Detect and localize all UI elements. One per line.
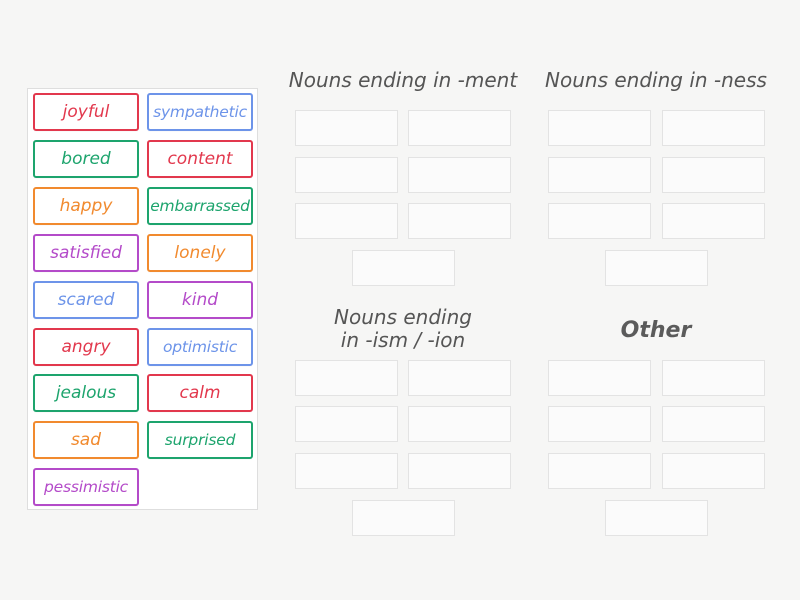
drop-slot-other-2[interactable] <box>662 360 765 396</box>
word-card-sympathetic[interactable]: sympathetic <box>147 93 253 131</box>
word-card-lonely[interactable]: lonely <box>147 234 253 272</box>
group-title-ment: Nouns ending in -ment <box>288 68 518 92</box>
word-card-calm[interactable]: calm <box>147 374 253 412</box>
word-card-content[interactable]: content <box>147 140 253 178</box>
word-card-sad[interactable]: sad <box>33 421 139 459</box>
drop-slot-other-3[interactable] <box>548 406 651 442</box>
drop-slot-other-1[interactable] <box>548 360 651 396</box>
drop-slot-ness-6[interactable] <box>662 203 765 239</box>
word-card-satisfied[interactable]: satisfied <box>33 234 139 272</box>
drop-slot-ism-ion-7[interactable] <box>352 500 455 536</box>
word-card-pessimistic[interactable]: pessimistic <box>33 468 139 506</box>
word-card-optimistic[interactable]: optimistic <box>147 328 253 366</box>
word-card-embarrassed[interactable]: embarrassed <box>147 187 253 225</box>
drop-slot-ness-7[interactable] <box>605 250 708 286</box>
drop-slot-ness-3[interactable] <box>548 157 651 193</box>
word-card-happy[interactable]: happy <box>33 187 139 225</box>
drop-slot-ment-7[interactable] <box>352 250 455 286</box>
drop-slot-ness-4[interactable] <box>662 157 765 193</box>
word-card-joyful[interactable]: joyful <box>33 93 139 131</box>
word-card-angry[interactable]: angry <box>33 328 139 366</box>
drop-slot-other-6[interactable] <box>662 453 765 489</box>
drop-slot-ment-1[interactable] <box>295 110 398 146</box>
word-card-kind[interactable]: kind <box>147 281 253 319</box>
group-title-other: Other <box>620 318 692 343</box>
drop-slot-ment-6[interactable] <box>408 203 511 239</box>
drop-slot-ment-2[interactable] <box>408 110 511 146</box>
drop-slot-ism-ion-5[interactable] <box>295 453 398 489</box>
word-card-surprised[interactable]: surprised <box>147 421 253 459</box>
drop-slot-other-4[interactable] <box>662 406 765 442</box>
drop-slot-ism-ion-4[interactable] <box>408 406 511 442</box>
drop-slot-ment-3[interactable] <box>295 157 398 193</box>
group-title-ness: Nouns ending in -ness <box>545 68 767 92</box>
word-card-bored[interactable]: bored <box>33 140 139 178</box>
drop-slot-other-7[interactable] <box>605 500 708 536</box>
drop-slot-ness-5[interactable] <box>548 203 651 239</box>
drop-slot-ism-ion-3[interactable] <box>295 406 398 442</box>
drop-slot-ness-1[interactable] <box>548 110 651 146</box>
drop-slot-ism-ion-1[interactable] <box>295 360 398 396</box>
drop-slot-ism-ion-2[interactable] <box>408 360 511 396</box>
drop-slot-ment-5[interactable] <box>295 203 398 239</box>
drop-slot-other-5[interactable] <box>548 453 651 489</box>
drop-slot-ness-2[interactable] <box>662 110 765 146</box>
drop-slot-ment-4[interactable] <box>408 157 511 193</box>
word-card-scared[interactable]: scared <box>33 281 139 319</box>
group-title-ism-ion: Nouns ending in -ism / -ion <box>334 305 472 352</box>
drop-slot-ism-ion-6[interactable] <box>408 453 511 489</box>
word-bank: joyful sympathetic bored content happy e… <box>27 88 258 510</box>
word-card-jealous[interactable]: jealous <box>33 374 139 412</box>
